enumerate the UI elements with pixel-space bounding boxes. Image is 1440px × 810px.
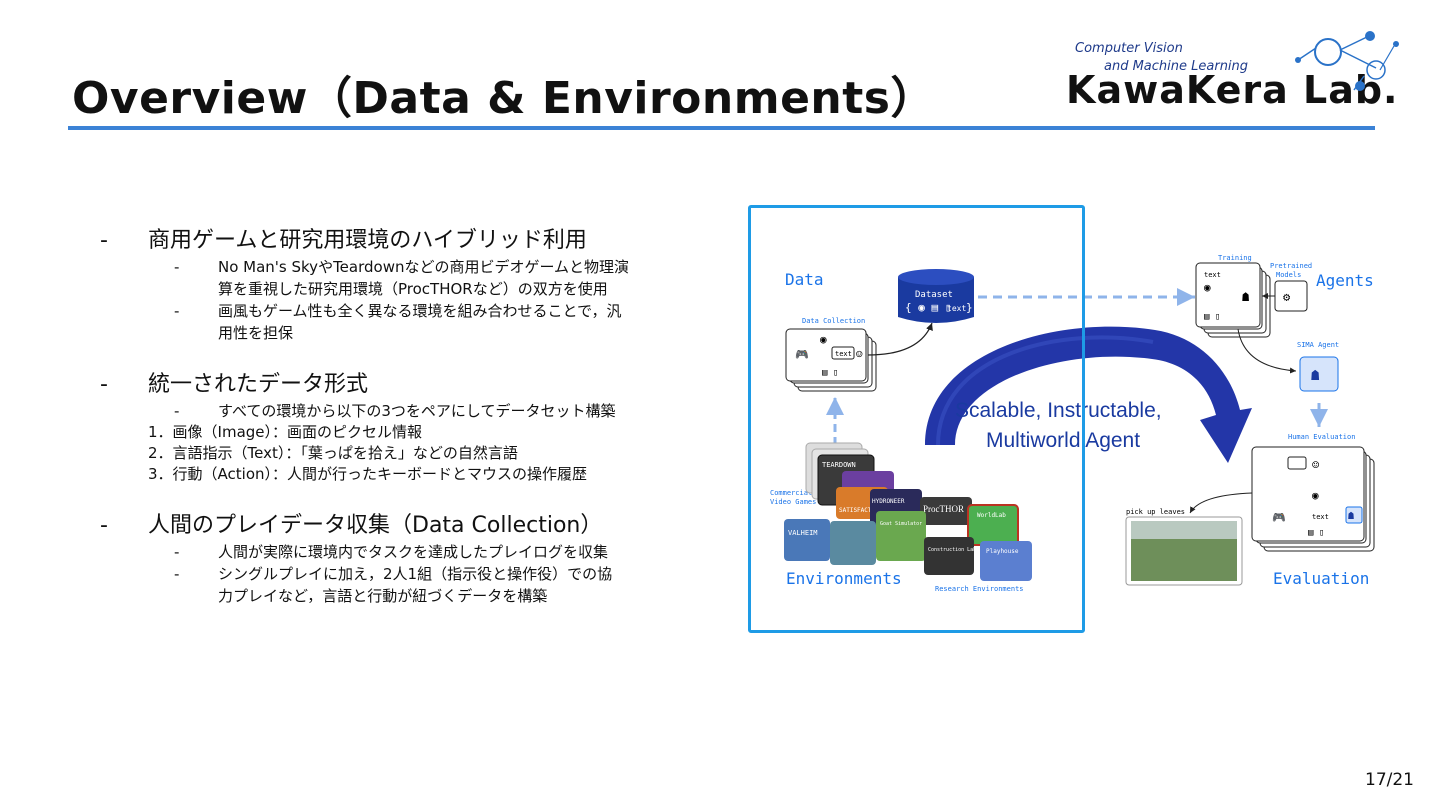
sub-bullet-dataset: - すべての環境から以下の3つをペアにしてデータセット構築 <box>174 400 720 422</box>
numbered-item-action: 3．行動（Action）：人間が行ったキーボードとマウスの操作履歴 <box>148 465 588 483</box>
numbered-item-text: 2．言語指示（Text）：「葉っぱを拾え」などの自然言語 <box>148 444 518 462</box>
bullet-data-collection: - 人間のプレイデータ収集（Data Collection） <box>100 511 720 541</box>
sub-bullet-text: 人間が実際に環境内でタスクを達成したプレイログを収集 <box>218 543 609 561</box>
logo-line-computer-vision: Computer Vision <box>1075 41 1183 56</box>
svg-text:☗: ☗ <box>1242 290 1250 304</box>
sub-bullet-text: シングルプレイに加え，2人1組（指示役と操作役）での協 <box>218 565 613 583</box>
data-label: Data <box>785 270 824 289</box>
title-underline <box>68 126 1375 130</box>
bullet-unified-format: - 統一されたデータ形式 <box>100 370 720 400</box>
tile-worldlab: WorldLab <box>977 512 1006 519</box>
data-collection-card: ◉ text 🎮 ☺ ▤ ▯ <box>785 328 877 392</box>
bullet-list: - 商用ゲームと研究用環境のハイブリッド利用 - No Man's SkyやTe… <box>100 226 720 607</box>
game-tiles: TEARDOWN SATISFACTORY HYDRONEER ProcTHOR… <box>784 442 1032 581</box>
dataset-title: Dataset <box>915 290 953 300</box>
pretrained-label-1: Pretrained <box>1270 262 1312 270</box>
commercial-label-2: Video Games <box>770 498 816 506</box>
slide-title: Overview（Data & Environments） <box>72 73 935 124</box>
pick-up-leaves-label: pick up leaves <box>1126 508 1185 516</box>
tile-hydroneer: HYDRONEER <box>872 498 905 505</box>
svg-text:🎮: 🎮 <box>795 348 809 361</box>
bullet-text: 商用ゲームと研究用環境のハイブリッド利用 <box>148 228 587 253</box>
sub-bullet-games: - No Man's SkyやTeardownなどの商用ビデオゲームと物理演 算… <box>174 256 720 300</box>
bullet-dash: - <box>100 372 108 397</box>
sub-bullet-text: 用性を担保 <box>218 324 294 342</box>
agents-label: Agents <box>1316 271 1374 290</box>
bullet-hybrid-usage: - 商用ゲームと研究用環境のハイブリッド利用 <box>100 226 720 256</box>
tile-construction-lab: Construction Lab <box>928 547 976 553</box>
svg-text:{ ◉ ▤ ▯: { ◉ ▤ ▯ <box>905 301 951 314</box>
training-card-stack: text ◉ ☗ ▤ ▯ <box>1195 262 1271 338</box>
sima-agent-label: SIMA Agent <box>1297 341 1339 349</box>
bullet-dash: - <box>174 302 180 320</box>
numbered-item-image: 1．画像（Image）：画面のピクセル情報 <box>148 423 423 441</box>
svg-text:☺: ☺ <box>1312 458 1319 472</box>
tile-procthor: ProcTHOR <box>923 504 964 514</box>
bullet-dash: - <box>100 228 108 253</box>
bullet-text: 人間のプレイデータ収集（Data Collection） <box>148 513 603 538</box>
svg-text:▤ ▯: ▤ ▯ <box>1308 528 1324 538</box>
human-eval-label: Human Evaluation <box>1288 433 1355 441</box>
eval-text: text <box>1312 513 1329 521</box>
tile-satisfactory: SATISFACTORY <box>839 507 883 514</box>
logo-line-machine-learning: and Machine Learning <box>1104 59 1249 74</box>
tile-playhouse: Playhouse <box>986 548 1019 555</box>
pretrained-models-box <box>1274 280 1308 312</box>
evaluation-label: Evaluation <box>1273 569 1369 588</box>
sub-bullet-generality: - 画風もゲーム性も全く異なる環境を組み合わせることで，汎 用性を担保 <box>174 300 720 344</box>
sima-overview-diagram: Data Dataset { ◉ ▤ ▯ text } Data Collect… <box>770 254 1375 593</box>
bullet-dash: - <box>174 402 180 420</box>
bullet-dash: - <box>174 543 180 561</box>
data-collection-label: Data Collection <box>802 317 865 325</box>
logo-lab-name: KawaKera Lab. <box>1066 68 1399 112</box>
page-number: 17/21 <box>1365 770 1414 790</box>
gear-icon: ⚙ <box>1283 290 1291 304</box>
commercial-label-1: Commercial <box>770 489 812 497</box>
svg-text:◉: ◉ <box>1204 281 1211 294</box>
lab-logo: Computer Vision and Machine Learning Kaw… <box>1064 30 1404 116</box>
cycle-arrow <box>925 326 1252 463</box>
sub-bullet-text: No Man's SkyやTeardownなどの商用ビデオゲームと物理演 <box>218 258 630 276</box>
tile-teardown: TEARDOWN <box>822 461 856 469</box>
svg-text:▤ ▯: ▤ ▯ <box>822 368 838 378</box>
bullet-text: 統一されたデータ形式 <box>148 372 369 397</box>
svg-text:🎮: 🎮 <box>1272 511 1286 524</box>
svg-text:}: } <box>966 301 973 314</box>
bullet-dash: - <box>100 513 108 538</box>
bullet-dash: - <box>174 565 180 583</box>
svg-text:◉: ◉ <box>1312 489 1319 502</box>
center-line-2: Multiworld Agent <box>986 429 1140 452</box>
sima-agent-box <box>1299 356 1339 392</box>
text-chip: text <box>835 350 852 358</box>
research-env-label: Research Environments <box>935 585 1024 593</box>
robot-icon: ☗ <box>1311 368 1320 384</box>
tile-goat-simulator: Goat Simulator <box>880 521 922 527</box>
dataset-text: text <box>947 304 966 313</box>
evaluation-card-stack: ☺ ◉ 🎮 text ☗ ▤ ▯ <box>1251 446 1375 552</box>
center-line-1: Scalable, Instructable, <box>955 399 1162 422</box>
svg-text:☺: ☺ <box>856 348 863 361</box>
sub-bullet-coop-play: - シングルプレイに加え，2人1組（指示役と操作役）での協 力プレイなど，言語と… <box>174 563 720 607</box>
sub-bullet-text: 力プレイなど，言語と行動が紐づくデータを構築 <box>218 587 548 605</box>
svg-text:☗: ☗ <box>1348 511 1354 522</box>
svg-text:▤ ▯: ▤ ▯ <box>1204 312 1220 322</box>
environments-label: Environments <box>786 569 902 588</box>
training-label: Training <box>1218 254 1252 262</box>
network-graph-icon <box>1295 31 1399 91</box>
pretrained-label-2: Models <box>1276 271 1301 279</box>
sub-bullet-text: 算を重視した研究用環境（ProcTHORなど）の双方を使用 <box>218 280 608 298</box>
sub-bullet-play-logs: - 人間が実際に環境内でタスクを達成したプレイログを収集 <box>174 541 720 563</box>
dataset-cylinder: Dataset { ◉ ▤ ▯ text } <box>898 269 974 323</box>
svg-text:◉: ◉ <box>820 333 827 346</box>
bullet-dash: - <box>174 258 180 276</box>
sub-bullet-text: すべての環境から以下の3つをペアにしてデータセット構築 <box>218 402 616 420</box>
sub-bullet-text: 画風もゲーム性も全く異なる環境を組み合わせることで，汎 <box>218 302 622 320</box>
training-text: text <box>1204 271 1221 279</box>
tile-valheim: VALHEIM <box>788 529 818 537</box>
